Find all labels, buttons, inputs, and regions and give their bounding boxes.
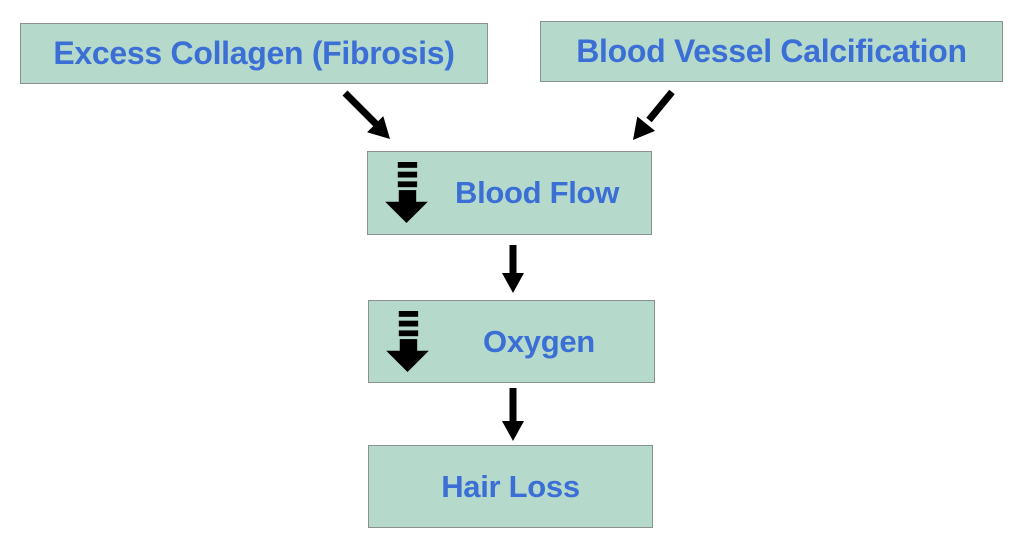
arrow-excess-collagen-to-blood-flow <box>342 90 390 139</box>
arrow-blood-flow-to-oxygen <box>502 245 524 293</box>
decrease-arrow-icon <box>385 162 428 224</box>
arrow-oxygen-to-hair-loss <box>502 388 524 441</box>
node-label: Excess Collagen (Fibrosis) <box>53 35 455 71</box>
arrow-calcification-to-blood-flow <box>633 89 675 140</box>
node-hair-loss: Hair Loss <box>368 445 653 528</box>
node-excess-collagen: Excess Collagen (Fibrosis) <box>20 23 488 84</box>
node-decreased-blood-flow: Blood Flow <box>367 151 652 235</box>
node-label: Hair Loss <box>441 468 580 504</box>
node-label: Oxygen <box>483 323 595 359</box>
node-decreased-oxygen: Oxygen <box>368 300 655 383</box>
decrease-arrow-icon <box>386 310 429 372</box>
node-label: Blood Vessel Calcification <box>576 33 967 69</box>
node-label: Blood Flow <box>454 175 620 210</box>
node-blood-vessel-calcification: Blood Vessel Calcification <box>540 21 1003 82</box>
